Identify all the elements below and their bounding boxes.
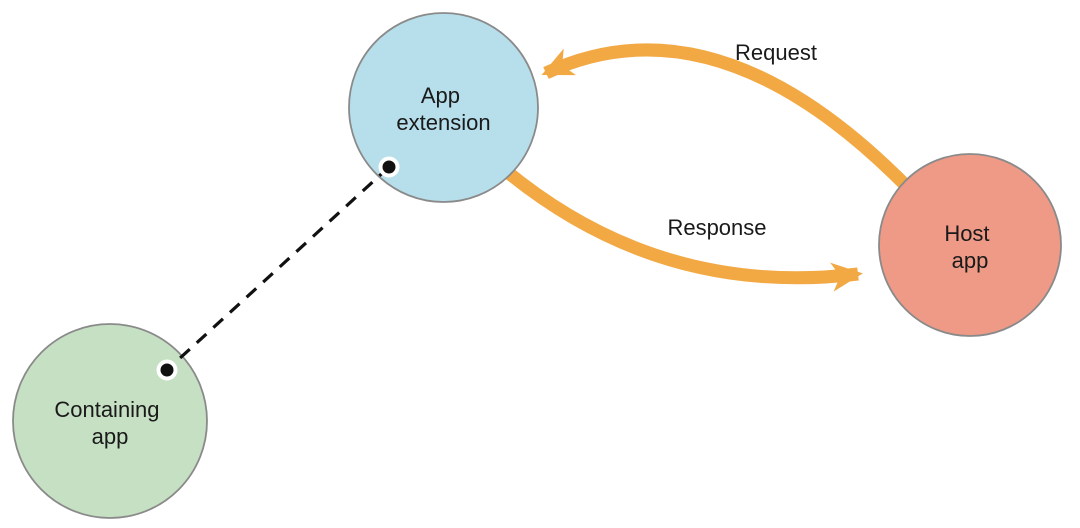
app-extension-node xyxy=(348,12,539,203)
host-app-label-line2: app xyxy=(952,248,989,273)
containing-app-label-line2: app xyxy=(92,424,129,449)
request-arrow xyxy=(541,43,920,200)
app-extension-label-line2: extension xyxy=(396,110,490,135)
connection-dot-app-extension xyxy=(378,156,400,178)
response-arrow xyxy=(500,164,863,292)
containing-app-label-line1: Containing xyxy=(54,397,159,422)
app-extension-label: App extension xyxy=(396,83,490,135)
host-app-label: Host app xyxy=(944,221,995,273)
containment-dashed-line xyxy=(165,165,391,372)
response-edge-label: Response xyxy=(667,215,766,240)
connection-dot-containing-app xyxy=(156,359,178,381)
app-extension-label-line1: App xyxy=(421,83,460,108)
request-edge-label: Request xyxy=(735,40,817,65)
host-app-node xyxy=(878,153,1062,337)
containing-app-label: Containing app xyxy=(54,397,165,449)
host-app-label-line1: Host xyxy=(944,221,989,246)
